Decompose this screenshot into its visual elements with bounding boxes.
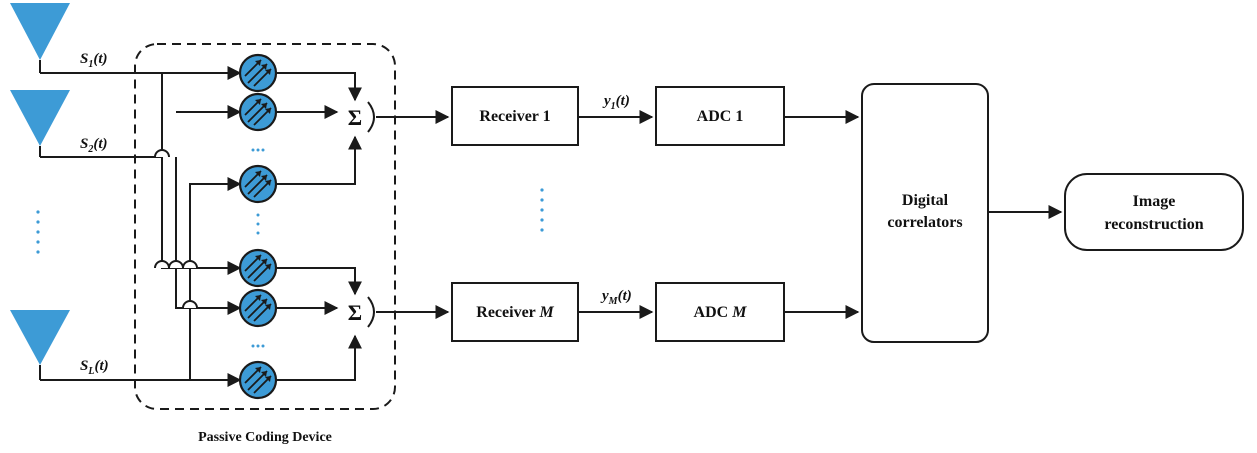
phase-shifter-icon	[238, 288, 278, 328]
passive-coding-device	[134, 43, 396, 410]
correlators-label-line1: Digital	[902, 192, 949, 209]
image-label-line1: Image	[1133, 193, 1176, 210]
signal-label-s1: S1(t)	[80, 51, 108, 70]
antenna-l	[10, 310, 70, 380]
summation-icon: Σ	[348, 296, 375, 328]
crossing-hops	[154, 149, 198, 309]
antenna-icon	[10, 310, 70, 365]
phase-shifter-icon	[238, 53, 278, 93]
antenna-icon	[10, 90, 70, 146]
adc-1-label: ADC 1	[697, 108, 744, 125]
shifter-ellipsis	[251, 148, 265, 348]
antenna-feed-lines	[40, 66, 242, 387]
receiver-m-label: Receiver M	[476, 304, 554, 321]
adc-1-block	[655, 86, 785, 146]
receiver-m-block	[451, 282, 579, 342]
antenna-icon	[10, 3, 70, 60]
summation-icon: Σ	[348, 101, 375, 133]
antenna-1	[10, 3, 70, 73]
correlators-label-line2: correlators	[887, 214, 962, 231]
distribution-lines	[161, 73, 242, 380]
digital-correlators-block	[861, 83, 989, 343]
antenna-ellipsis	[36, 210, 40, 254]
receiver-ellipsis	[540, 188, 544, 232]
phase-shifter-icon	[238, 164, 278, 204]
image-label-line2: reconstruction	[1104, 216, 1203, 233]
coding-device-caption: Passive Coding Device	[198, 430, 332, 445]
phase-shifter-icon	[238, 92, 278, 132]
phase-shifter-icon	[238, 360, 278, 400]
signal-label-sl: SL(t)	[80, 358, 109, 377]
adc-m-block	[655, 282, 785, 342]
signal-label-ym: yM(t)	[600, 288, 632, 307]
svg-text:Σ: Σ	[348, 105, 362, 130]
signal-label-s2: S2(t)	[80, 136, 108, 155]
image-reconstruction-block	[1064, 173, 1244, 251]
receiver-1-label: Receiver 1	[479, 108, 550, 125]
svg-text:Σ: Σ	[348, 300, 362, 325]
signal-label-y1: y1(t)	[602, 93, 630, 112]
summer-input-lines	[276, 72, 362, 381]
phase-shifter-icon	[238, 248, 278, 288]
adc-m-label: ADC M	[694, 304, 748, 321]
antenna-2	[10, 90, 70, 157]
